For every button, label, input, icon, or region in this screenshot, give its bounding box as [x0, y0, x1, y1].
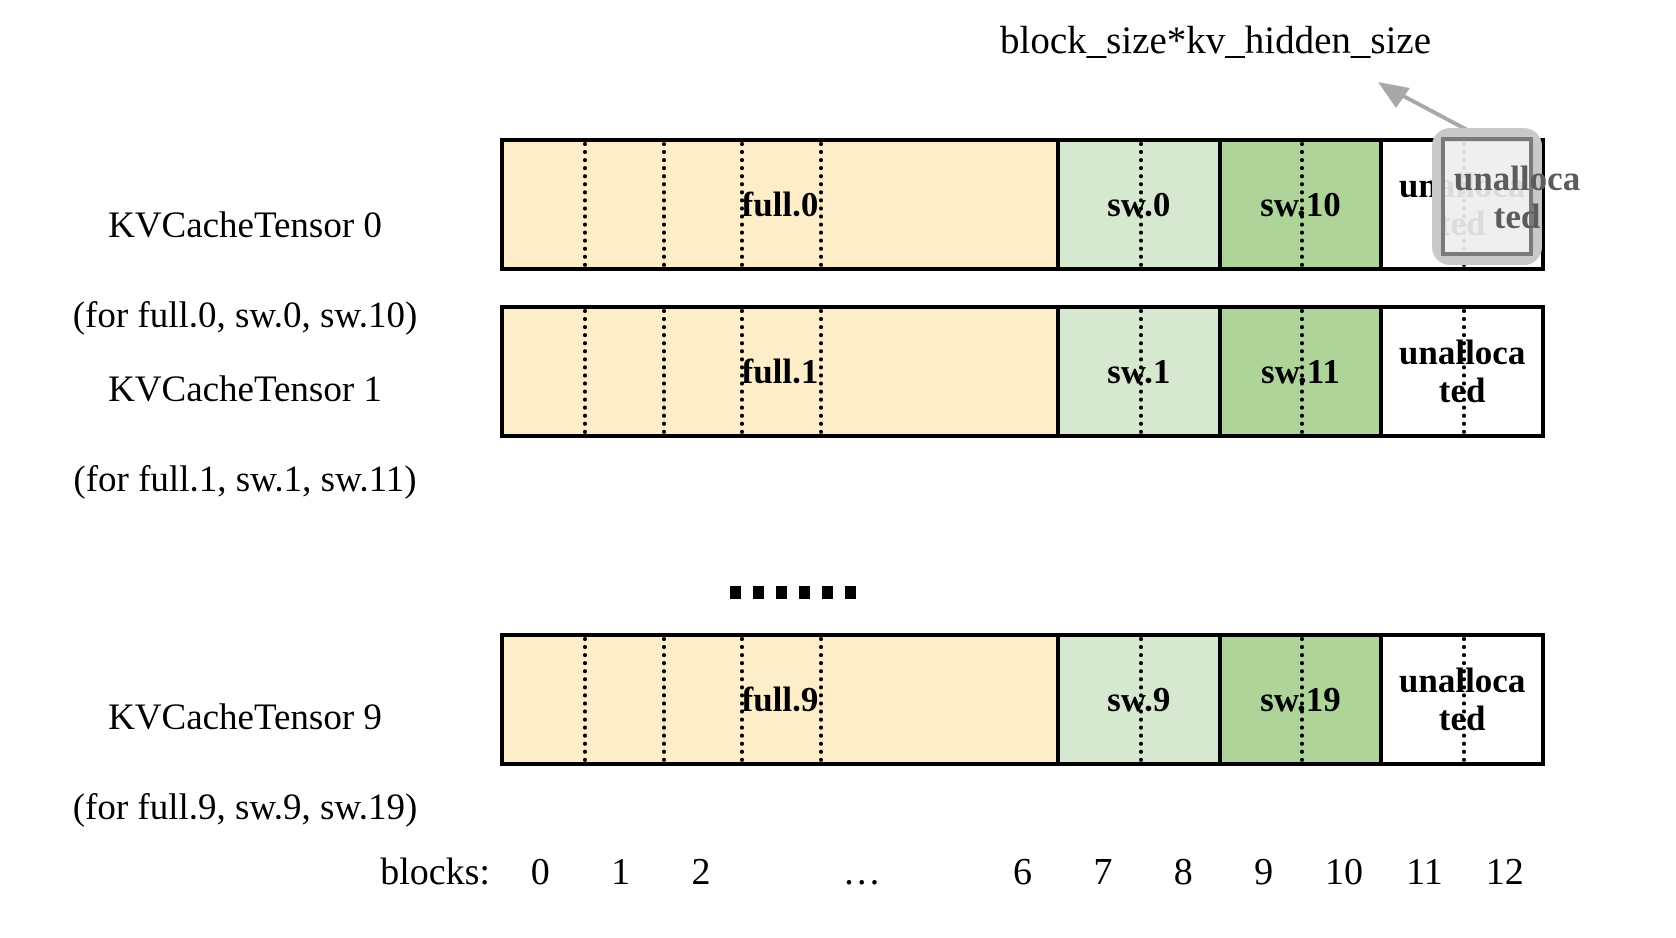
row-label-2-line2: (for full.9, sw.9, sw.19): [72, 787, 418, 829]
segment-label: sw.19: [1260, 679, 1341, 719]
row-label-1-line2: (for full.1, sw.1, sw.11): [73, 459, 417, 501]
block-tick-2: 2: [691, 851, 711, 893]
block-tick-6: 6: [1013, 851, 1032, 893]
annotation-label: block_size*kv_hidden_size: [1000, 19, 1432, 62]
segment-full-0[interactable]: full.0: [504, 142, 1060, 267]
block-tick-0: 0: [530, 851, 550, 893]
segment-label: sw.9: [1107, 679, 1171, 719]
segment-sw-light-1[interactable]: sw.1: [1059, 309, 1222, 434]
block-tick-10: 10: [1325, 851, 1364, 893]
segment-full-2[interactable]: full.9: [504, 637, 1060, 762]
block-tick-9: 9: [1254, 851, 1274, 893]
segment-sw-light-2[interactable]: sw.9: [1059, 637, 1222, 762]
segment-label: full.0: [741, 184, 819, 224]
segment-label: full.9: [741, 679, 819, 719]
row-label-1-line1: KVCacheTensor 1: [108, 369, 382, 411]
segment-sw-dark-2[interactable]: sw.19: [1221, 637, 1384, 762]
segment-label: full.1: [741, 351, 819, 391]
row-label-2-line1: KVCacheTensor 9: [108, 697, 382, 739]
block-tick-11: 11: [1406, 851, 1443, 893]
block-tick-8: 8: [1173, 851, 1193, 893]
segment-label: sw.1: [1107, 351, 1171, 391]
row-label-0: KVCacheTensor 0 (for full.0, sw.0, sw.10…: [10, 158, 480, 384]
row-label-2: KVCacheTensor 9 (for full.9, sw.9, sw.19…: [10, 650, 480, 876]
row-label-0-line1: KVCacheTensor 0: [108, 205, 382, 247]
segment-label: sw.0: [1107, 184, 1171, 224]
segment-label: sw.10: [1260, 184, 1341, 224]
block-tick-12: 12: [1485, 851, 1524, 893]
row-label-1: KVCacheTensor 1 (for full.1, sw.1, sw.11…: [10, 322, 480, 548]
block-tick-…: …: [842, 851, 881, 893]
row-label-0-line2: (for full.0, sw.0, sw.10): [72, 295, 418, 337]
block-tick-7: 7: [1093, 851, 1113, 893]
segment-full-1[interactable]: full.1: [504, 309, 1060, 434]
segment-sw-light-0[interactable]: sw.0: [1059, 142, 1222, 267]
segment-label: sw.11: [1261, 351, 1340, 391]
block-tick-1: 1: [611, 851, 631, 893]
vertical-ellipsis: [730, 586, 856, 599]
segment-sw-dark-1[interactable]: sw.11: [1221, 309, 1384, 434]
blocks-axis-caption: blocks:: [380, 851, 490, 893]
segment-sw-dark-0[interactable]: sw.10: [1221, 142, 1384, 267]
